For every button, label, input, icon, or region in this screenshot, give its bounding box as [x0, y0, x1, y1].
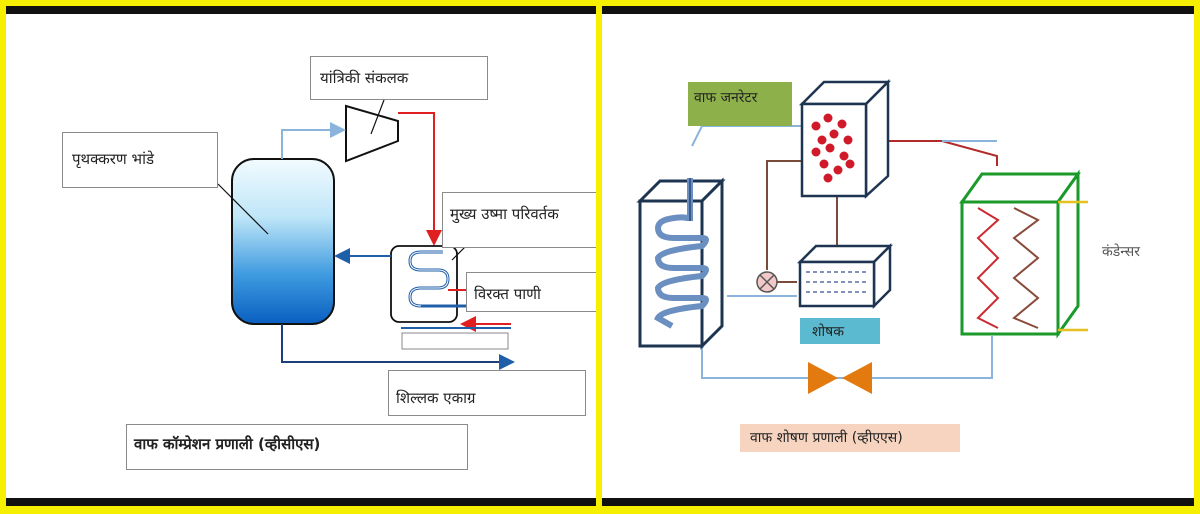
vcs-panel: यांत्रिकी संकलक पृथक्करण भांडे मुख्य उष्… [6, 6, 596, 506]
compressor [345, 104, 399, 163]
vas-diagram [636, 78, 1088, 394]
panel-divider [596, 0, 602, 514]
absorber-cube [796, 242, 894, 310]
vas-title-box [740, 424, 960, 452]
bottom-border [602, 498, 1194, 506]
vessel-label: पृथक्करण भांडे [72, 150, 155, 168]
concentrate-label: शिल्लक एकाग्र [396, 389, 476, 407]
pipe-generator-to-left [691, 125, 822, 147]
heat-exchanger [390, 245, 458, 323]
pipe-loop-pump [766, 160, 802, 270]
hx-label-box [442, 192, 596, 248]
compressed-vapor-line [398, 112, 442, 246]
vapor-to-compressor [281, 122, 346, 159]
expansion-valve [808, 362, 872, 394]
condenser-label: कंडेन्सर [1102, 244, 1140, 260]
compressor-label-box [310, 56, 488, 100]
top-border [6, 6, 596, 14]
pump-icon [756, 271, 778, 293]
vapor-generator-label: वाफ जनरेटर [694, 90, 758, 106]
concentrate-line [281, 324, 515, 370]
separation-vessel [231, 158, 335, 325]
vas-panel: वाफ जनरेटर कंडेन्सर शोषक वाफ शोषण प्रणाल… [602, 6, 1194, 506]
vcs-title: वाफ कॉम्प्रेशन प्रणाली (व्हीसीएस) [134, 435, 321, 453]
vcs-title-box [126, 424, 468, 470]
vcs-diagram [217, 99, 515, 370]
vessel-leader [217, 183, 269, 235]
vas-title: वाफ शोषण प्रणाली (व्हीएएस) [750, 430, 903, 446]
evaporator [636, 177, 726, 350]
absorber-label: शोषक [812, 324, 844, 340]
distilled-label-box [466, 272, 596, 312]
top-border [602, 6, 1194, 14]
concentrate-label-box [388, 370, 586, 416]
absorber-label-box [800, 318, 880, 344]
compressor-leader [370, 99, 385, 135]
pipe-generator-to-condenser [888, 140, 998, 166]
vessel-label-box [62, 132, 218, 188]
hx-label: मुख्य उष्मा परिवर्तक [450, 205, 559, 223]
bottom-border [6, 498, 596, 506]
distilled-label: विरक्त पाणी [474, 285, 541, 303]
compressor-label: यांत्रिकी संकलक [320, 69, 409, 87]
hx-base [401, 332, 509, 350]
vapor-generator-cube [798, 78, 892, 199]
vapor-generator-label-box [688, 82, 792, 126]
condenser-cube [959, 169, 1088, 339]
